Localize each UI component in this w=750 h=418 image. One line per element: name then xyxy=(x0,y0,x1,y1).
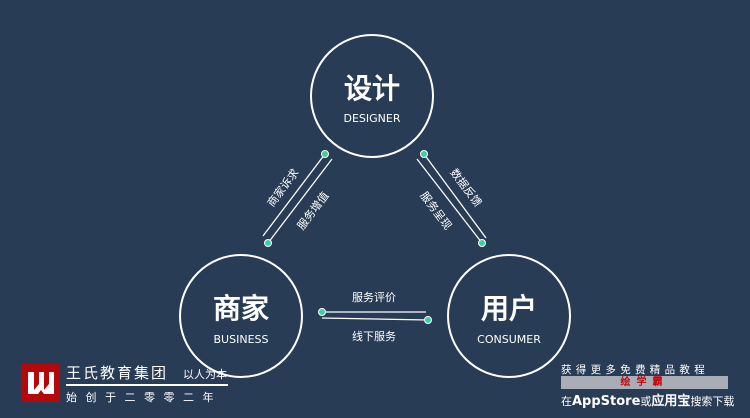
link-label: 服务呈现 xyxy=(417,189,454,232)
logo xyxy=(22,364,60,402)
promo-download: 在AppStore或应用宝搜索下载 xyxy=(561,390,734,409)
business-circle xyxy=(179,254,303,378)
promo-text: 应用宝 xyxy=(651,394,691,409)
connector-line xyxy=(416,158,483,244)
link-label: 数据反馈 xyxy=(447,166,485,210)
link-label: 服务评价 xyxy=(352,291,396,304)
designer-circle xyxy=(310,34,434,158)
connector-dot xyxy=(424,316,432,324)
promo-text: 获得更多免费精品教程 xyxy=(561,364,709,376)
connector-line xyxy=(321,317,429,321)
promo-text: 在 xyxy=(561,395,572,408)
consumer-title: 用户 xyxy=(481,292,537,325)
business-subtitle: BUSINESS xyxy=(214,333,269,346)
brand-name: 王氏教育集团 xyxy=(66,364,169,382)
designer-title: 设计 xyxy=(344,72,400,105)
link-label: 商家诉求 xyxy=(264,166,302,210)
divider xyxy=(66,384,228,386)
connector-dot xyxy=(420,150,428,158)
link-label: 服务增值 xyxy=(294,189,332,233)
brand-motto: 以人为本 xyxy=(183,368,227,381)
connector-dot xyxy=(318,308,326,316)
connector-line xyxy=(267,158,333,244)
connector-dot xyxy=(264,239,272,247)
brand-since: 始创于二零零二年 xyxy=(66,391,222,404)
promo-app-name: 绘学霸 xyxy=(561,376,728,389)
promo-text: 或 xyxy=(640,395,652,408)
business-title: 商家 xyxy=(213,292,269,325)
connector-dot xyxy=(478,239,486,247)
connector-line xyxy=(262,153,326,237)
consumer-circle xyxy=(447,254,571,378)
link-label: 线下服务 xyxy=(352,329,396,343)
connector-dot xyxy=(321,150,329,158)
promo-text: AppStore xyxy=(572,394,641,409)
consumer-subtitle: CONSUMER xyxy=(477,333,541,346)
logo-w-icon xyxy=(28,372,54,394)
designer-subtitle: DESIGNER xyxy=(344,112,401,125)
promo-text: 搜索下载 xyxy=(690,395,735,408)
connector-line xyxy=(423,153,487,239)
